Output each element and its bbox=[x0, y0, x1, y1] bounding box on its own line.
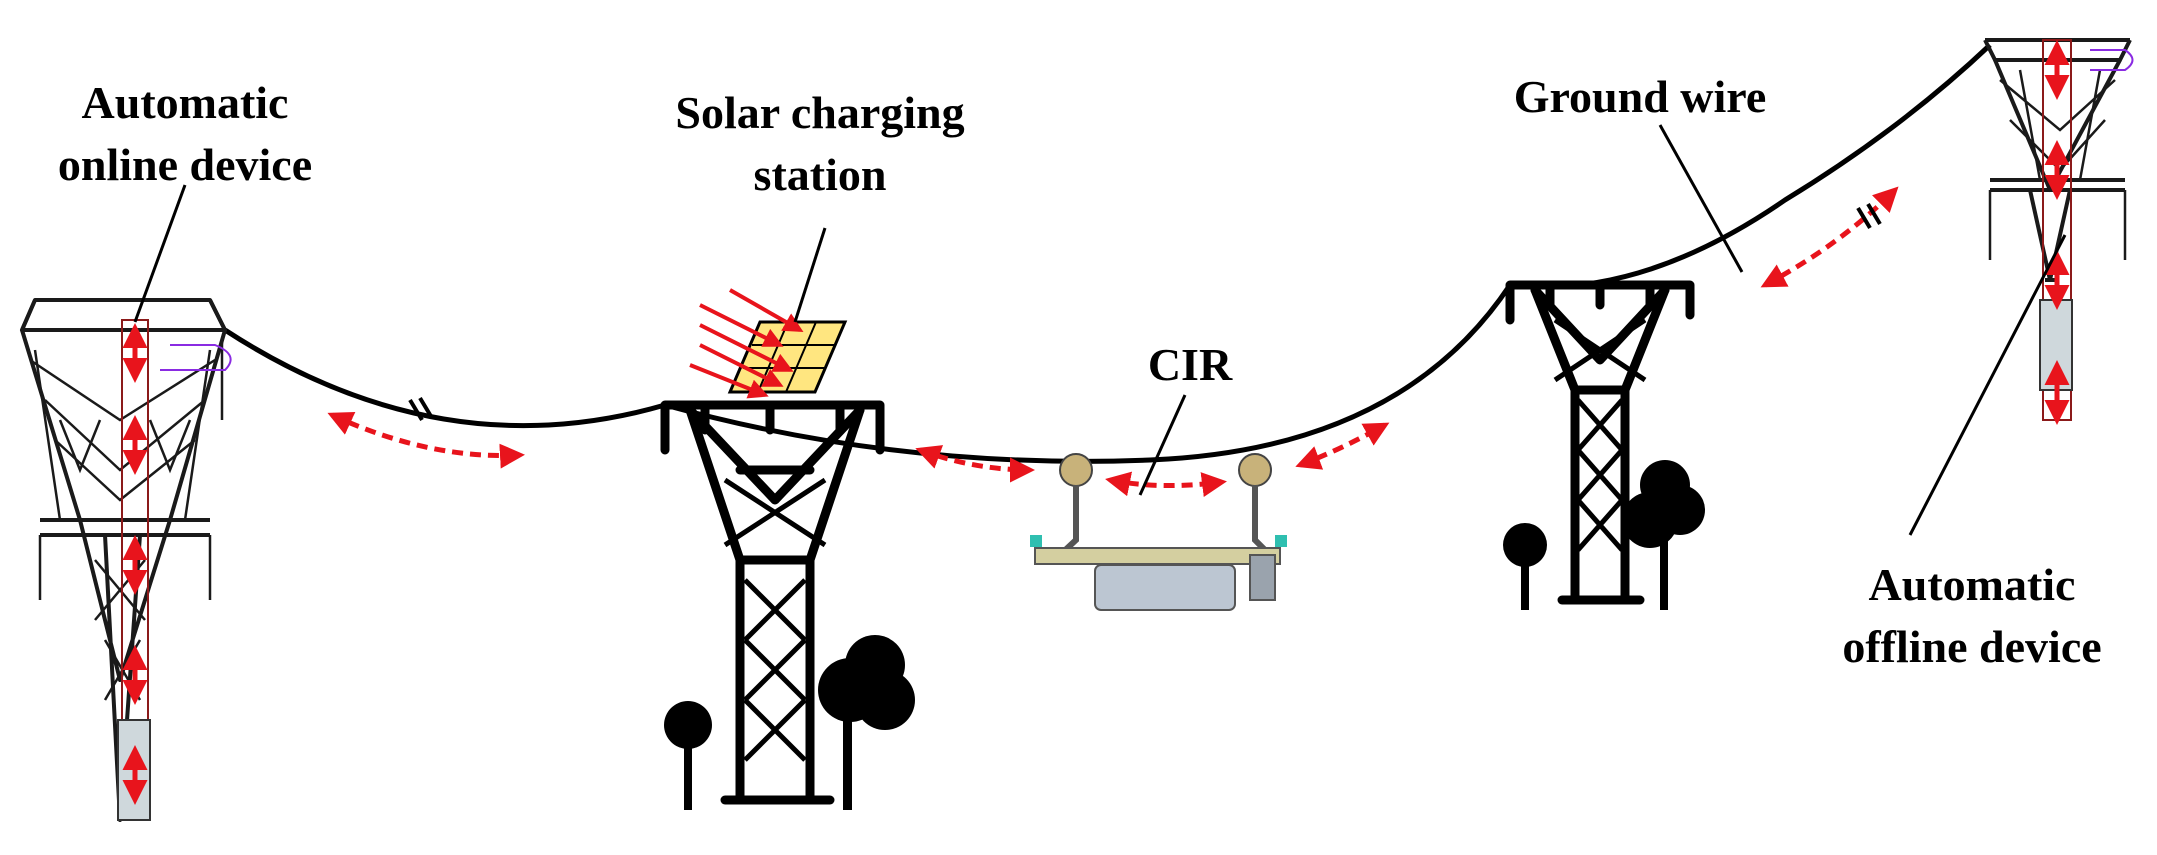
ground-wire-leader bbox=[1658, 124, 1744, 273]
solar-leader bbox=[793, 227, 827, 323]
travel-arrows bbox=[327, 186, 1899, 497]
solar-label-2: station bbox=[754, 149, 887, 200]
offline-device-label-1: Automatic bbox=[1869, 559, 2076, 610]
offline-device-label-2: offline device bbox=[1842, 621, 2101, 672]
cir-label: CIR bbox=[1148, 339, 1233, 390]
online-device-label-2: online device bbox=[58, 139, 312, 190]
solar-tower bbox=[660, 400, 915, 810]
cir-leader bbox=[1138, 394, 1187, 496]
ground-wire-label: Ground wire bbox=[1514, 71, 1767, 122]
cir-robot bbox=[1030, 453, 1287, 611]
solar-label-1: Solar charging bbox=[675, 87, 964, 138]
left-tower bbox=[20, 298, 232, 822]
offline-device-leader bbox=[1908, 234, 2067, 536]
right-tower bbox=[1983, 38, 2134, 425]
third-tower bbox=[1503, 280, 1705, 610]
online-device-label-1: Automatic bbox=[82, 77, 289, 128]
online-device-leader bbox=[133, 184, 187, 323]
solar-panel bbox=[689, 288, 848, 399]
